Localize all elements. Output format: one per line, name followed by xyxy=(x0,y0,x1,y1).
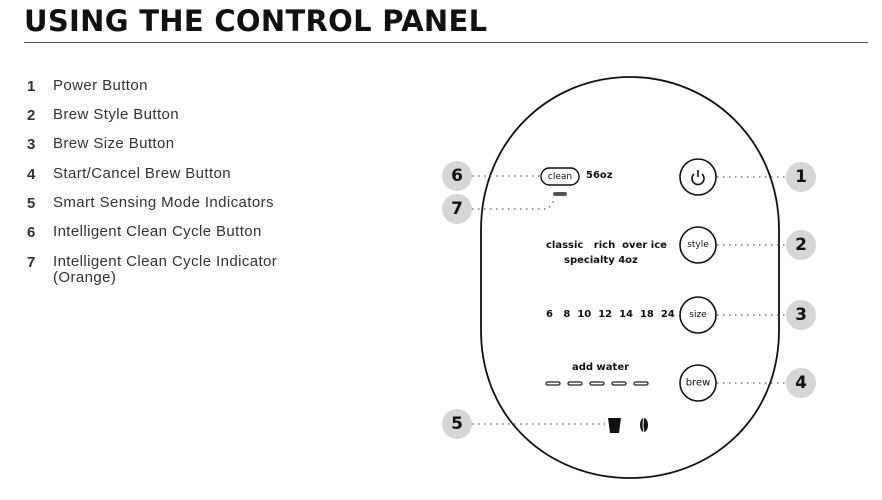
item-label: Brew Size Button xyxy=(53,135,175,152)
carafe-size-label: 56oz xyxy=(586,170,613,181)
power-icon xyxy=(691,170,705,186)
callout-3: 3 xyxy=(786,300,816,330)
list-item: 7 Intelligent Clean Cycle Indicator (Oran… xyxy=(27,254,323,286)
item-number: 1 xyxy=(27,78,36,95)
item-label: Smart Sensing Mode Indicators xyxy=(53,194,274,211)
style-button[interactable] xyxy=(679,226,717,264)
list-item: 3 Brew Size Button xyxy=(27,135,175,154)
item-number: 3 xyxy=(27,136,36,153)
clean-indicator xyxy=(553,192,567,196)
water-level-indicators xyxy=(545,381,649,386)
clean-button[interactable] xyxy=(540,167,580,186)
callout-6: 6 xyxy=(442,161,472,191)
item-number: 6 xyxy=(27,224,36,241)
pod-icon xyxy=(608,418,621,433)
item-label: Start/Cancel Brew Button xyxy=(53,165,232,182)
brew-style-options-2: specialty 4oz xyxy=(564,255,638,266)
brew-size-options: 6 8 10 12 14 18 24 xyxy=(546,309,675,320)
callout-1: 1 xyxy=(786,162,816,192)
page-title: USING THE CONTROL PANEL xyxy=(24,4,488,38)
callout-5: 5 xyxy=(442,409,472,439)
coffee-bean-icon xyxy=(640,418,648,432)
add-water-label: add water xyxy=(572,362,630,373)
item-label: Intelligent Clean Cycle Button xyxy=(53,223,262,240)
panel-outline xyxy=(480,76,780,479)
item-number: 5 xyxy=(27,195,36,212)
item-label: Intelligent Clean Cycle Indicator (Orang… xyxy=(53,253,278,286)
divider xyxy=(24,42,868,43)
size-button-label: size xyxy=(689,310,707,320)
list-item: 5 Smart Sensing Mode Indicators xyxy=(27,194,274,213)
item-label: Power Button xyxy=(53,77,148,94)
brew-button-label: brew xyxy=(685,377,711,389)
callout-7: 7 xyxy=(442,194,472,224)
list-item: 6 Intelligent Clean Cycle Button xyxy=(27,223,262,242)
size-button[interactable] xyxy=(679,296,717,334)
brew-style-options: classic rich over ice xyxy=(546,240,667,251)
list-item: 1 Power Button xyxy=(27,77,148,96)
style-button-label: style xyxy=(687,240,709,250)
item-number: 7 xyxy=(27,254,36,271)
clean-button-label: clean xyxy=(547,172,573,182)
list-item: 4 Start/Cancel Brew Button xyxy=(27,165,232,184)
leader-lines xyxy=(472,175,786,425)
item-label: Brew Style Button xyxy=(53,106,180,123)
item-number: 2 xyxy=(27,107,36,124)
brew-button[interactable] xyxy=(679,364,717,402)
callout-4: 4 xyxy=(786,368,816,398)
item-number: 4 xyxy=(27,166,36,183)
callout-2: 2 xyxy=(786,230,816,260)
list-item: 2 Brew Style Button xyxy=(27,106,180,125)
